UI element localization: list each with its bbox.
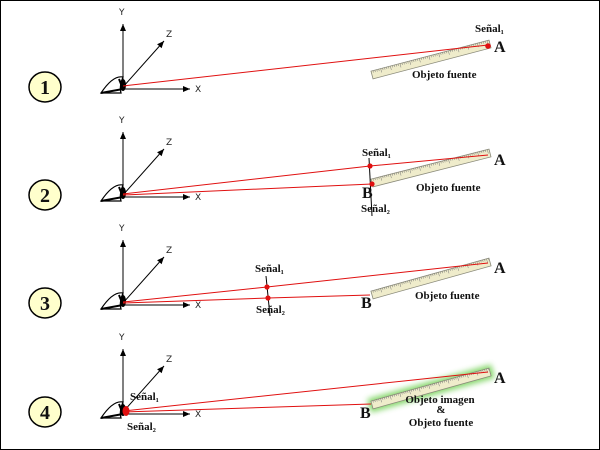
signal-1-label: Señal₁ bbox=[130, 391, 159, 403]
signal-1-dot bbox=[264, 284, 270, 290]
y-axis-label: Y bbox=[118, 333, 125, 343]
z-axis bbox=[122, 256, 165, 304]
point-a-label: A bbox=[494, 260, 506, 277]
signal-2-label: Señal₂ bbox=[361, 203, 391, 215]
eye-icon bbox=[99, 76, 124, 94]
y-axis-label: Y bbox=[118, 116, 125, 126]
ruler bbox=[370, 257, 492, 300]
z-axis bbox=[122, 40, 165, 88]
ruler-ticks bbox=[372, 258, 490, 293]
object-label: Objeto fuente bbox=[412, 69, 477, 81]
ruler bbox=[367, 364, 495, 413]
x-axis-label: X bbox=[195, 301, 201, 311]
step-number-badge bbox=[28, 71, 62, 103]
eye-icon bbox=[99, 401, 124, 419]
light-ray-a bbox=[122, 44, 489, 87]
panel-1: 1 Y X Z Señal₁ A Objeto fuente bbox=[28, 8, 506, 103]
eye-icon bbox=[99, 184, 124, 202]
signal-2-dot bbox=[265, 295, 271, 301]
z-axis-label: Z bbox=[166, 30, 172, 40]
point-b-label: B bbox=[362, 185, 373, 202]
point-a-label: A bbox=[494, 39, 506, 56]
image-object-label: Objeto imagen bbox=[405, 394, 474, 406]
x-axis-label: X bbox=[195, 85, 201, 95]
ampersand-label: & bbox=[436, 404, 445, 416]
object-label: Objeto fuente bbox=[415, 290, 480, 302]
signal-1-label: Señal₁ bbox=[255, 263, 284, 275]
z-axis bbox=[122, 365, 165, 413]
signal-2-label: Señal₂ bbox=[256, 304, 286, 316]
signal-1-dot bbox=[367, 163, 373, 169]
z-axis-label: Z bbox=[166, 355, 172, 365]
step-number: 2 bbox=[40, 185, 50, 207]
z-axis bbox=[122, 148, 165, 196]
point-b-label: B bbox=[361, 295, 372, 312]
ruler-body bbox=[370, 367, 492, 410]
eye-pupil bbox=[120, 295, 126, 307]
object-label: Objeto fuente bbox=[416, 182, 481, 194]
eye-pupil bbox=[120, 187, 126, 199]
signal-1-label: Señal₁ bbox=[362, 147, 391, 159]
light-ray-b bbox=[122, 403, 372, 413]
point-a-label: A bbox=[494, 370, 506, 387]
step-number: 1 bbox=[40, 77, 50, 99]
x-axis-label: X bbox=[195, 193, 201, 203]
y-axis-label: Y bbox=[118, 8, 125, 18]
panel-4: 4 Y X Z Señal₁ Señal₂ B A Objeto imagen&Objeto f… bbox=[28, 333, 506, 433]
z-axis-label: Z bbox=[166, 246, 172, 256]
point-a-label: A bbox=[494, 152, 506, 169]
step-number-badge bbox=[28, 396, 62, 428]
panel-3: 3 Y X Z Señal₁ Señal₂ B A Objeto fuente bbox=[28, 224, 506, 319]
signal-1-dot bbox=[485, 43, 491, 49]
ruler bbox=[370, 39, 492, 80]
z-axis-label: Z bbox=[166, 138, 172, 148]
step-number: 3 bbox=[40, 293, 50, 315]
y-axis-label: Y bbox=[118, 224, 125, 234]
light-ray-a bbox=[122, 371, 489, 412]
x-axis-label: X bbox=[195, 410, 201, 420]
step-number-badge bbox=[28, 287, 62, 319]
signal-1-label: Señal₁ bbox=[475, 23, 504, 35]
source-object-label: Objeto fuente bbox=[409, 417, 474, 429]
light-ray-b bbox=[122, 183, 373, 196]
step-number: 4 bbox=[40, 402, 50, 424]
eye-icon bbox=[99, 292, 124, 310]
ruler-body bbox=[370, 39, 492, 80]
eye-pupil bbox=[120, 79, 126, 91]
ruler-body bbox=[370, 257, 492, 300]
signal-dots-on-eye bbox=[122, 406, 130, 416]
step-number-badge bbox=[28, 179, 62, 211]
point-b-label: B bbox=[360, 405, 371, 422]
signal-2-label: Señal₂ bbox=[127, 421, 157, 433]
signal-2-dot bbox=[369, 181, 375, 187]
